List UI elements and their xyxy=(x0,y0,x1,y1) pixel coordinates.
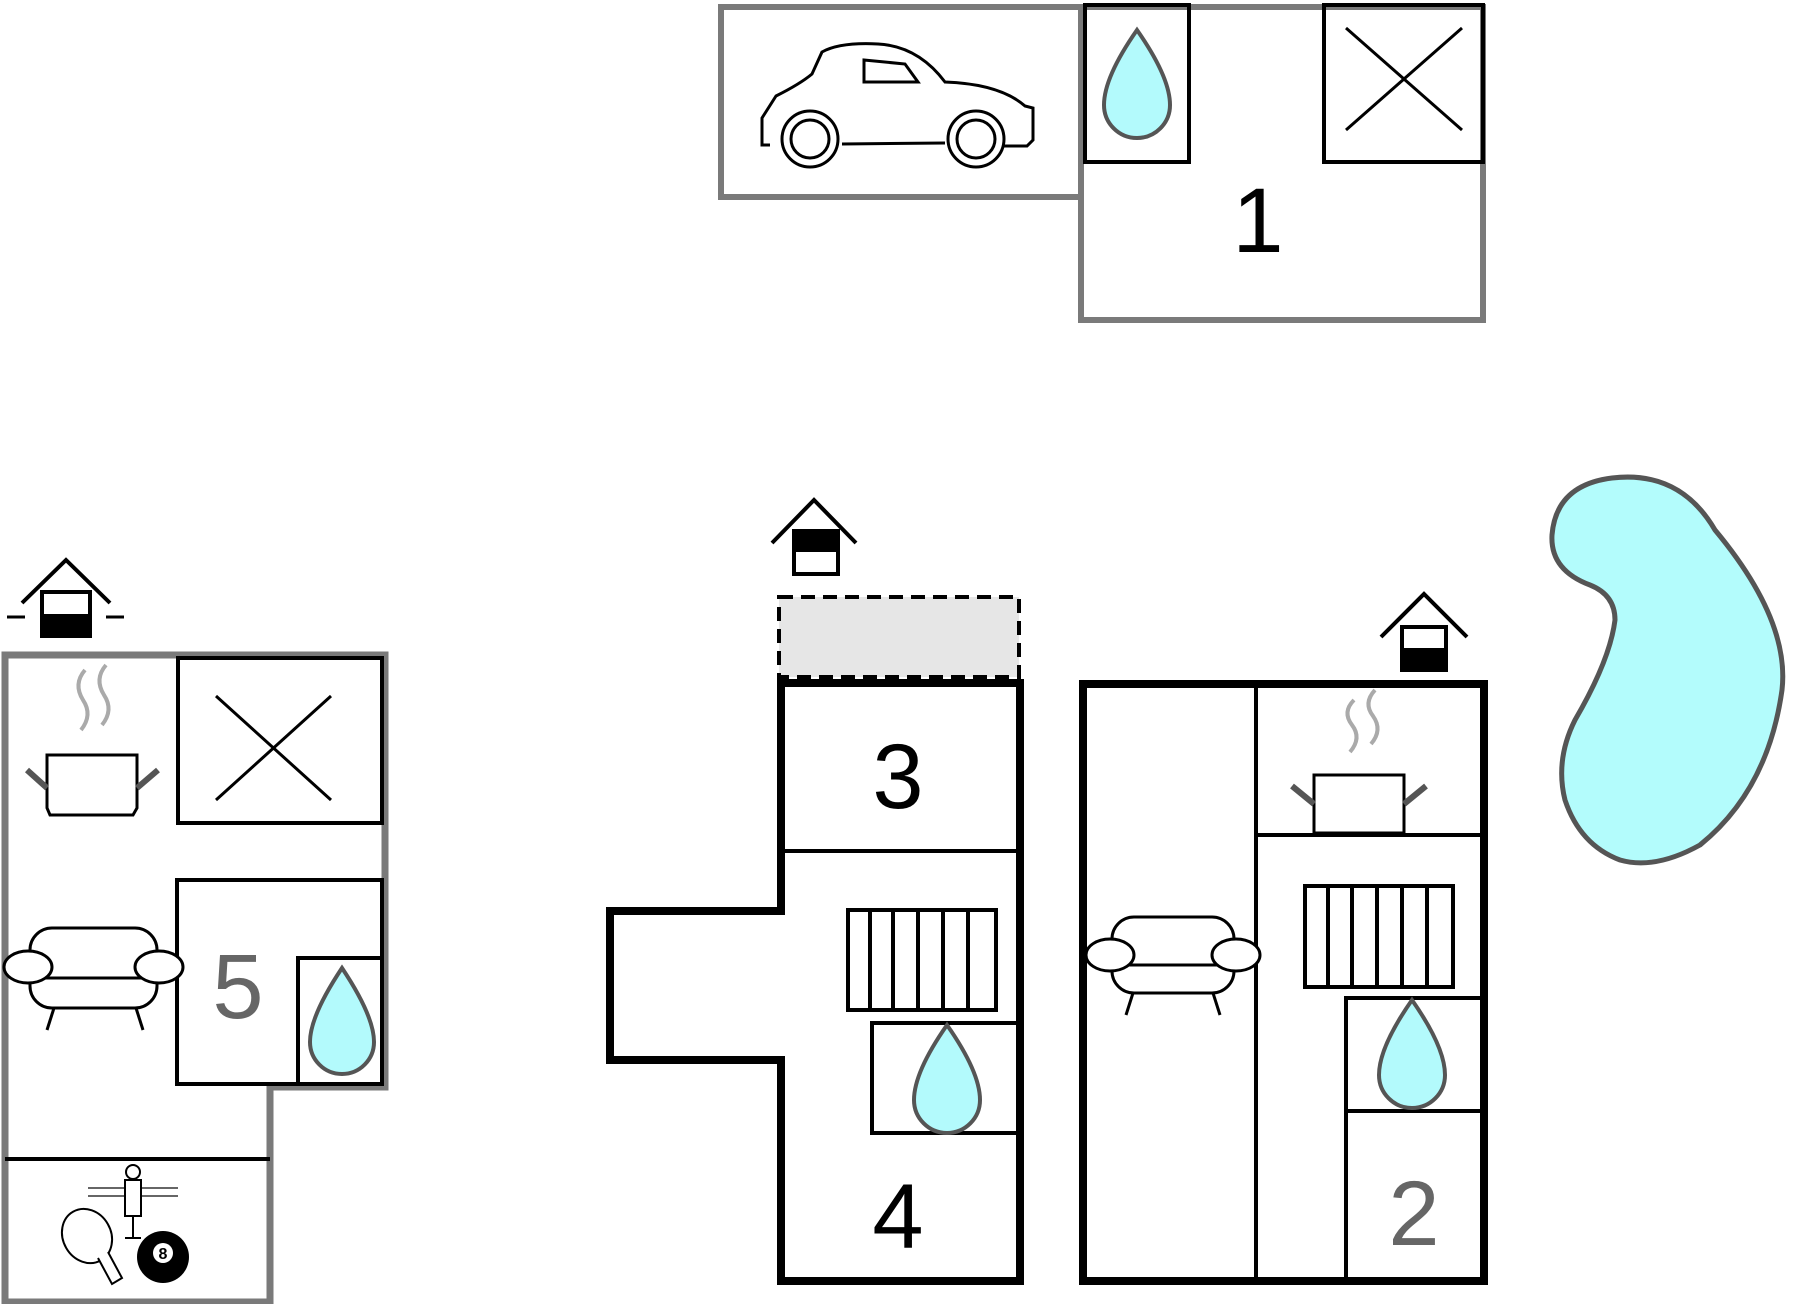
bedroom-cross-icon xyxy=(1345,26,1463,132)
bathroom-2 xyxy=(1344,996,1486,1113)
building-5: 5 8 xyxy=(1,557,389,1304)
water-drop-icon xyxy=(1101,26,1173,140)
car-icon xyxy=(760,42,1035,169)
entrance-icon xyxy=(1379,591,1469,672)
sofa-icon xyxy=(1084,915,1262,1016)
stairs-icon xyxy=(1303,884,1455,989)
billiard-ball-icon: 8 xyxy=(137,1231,189,1283)
bathroom-1 xyxy=(1083,3,1191,164)
bedroom-5 xyxy=(176,656,384,825)
building-2-outline xyxy=(1079,680,1488,1285)
room-number-4: 4 xyxy=(872,1166,923,1268)
room-number-2: 2 xyxy=(1388,1163,1439,1265)
building-1: 1 xyxy=(718,3,1486,323)
bathroom-5 xyxy=(296,956,384,1086)
table-football-icon xyxy=(88,1164,178,1239)
bedroom-cross-icon xyxy=(214,694,333,802)
stairs-icon xyxy=(846,908,998,1012)
water-drop-icon xyxy=(307,964,377,1076)
kitchen-pot-icon xyxy=(24,663,160,817)
water-drop-icon xyxy=(1376,996,1448,1110)
bedroom-1 xyxy=(1322,3,1485,164)
terrace-area xyxy=(777,595,1021,679)
sofa-icon xyxy=(2,926,185,1031)
billiard-ball-number: 8 xyxy=(159,1246,168,1263)
water-drop-icon xyxy=(911,1021,983,1135)
room-number-5: 5 xyxy=(212,936,263,1038)
building-5-outline xyxy=(1,651,389,1304)
building-2: 2 xyxy=(1079,591,1488,1285)
garage-room xyxy=(718,4,1084,200)
room-number-1: 1 xyxy=(1232,170,1283,272)
room-number-3: 3 xyxy=(872,726,923,828)
building-3-4-outline xyxy=(606,679,1024,1285)
table-tennis-icon xyxy=(60,1207,124,1286)
entrance-icon xyxy=(7,557,124,638)
entrance-icon xyxy=(770,497,858,576)
kitchen-pot-icon xyxy=(1290,688,1428,835)
building-3-4: 3 4 xyxy=(606,497,1024,1285)
pool-icon xyxy=(1549,474,1786,866)
